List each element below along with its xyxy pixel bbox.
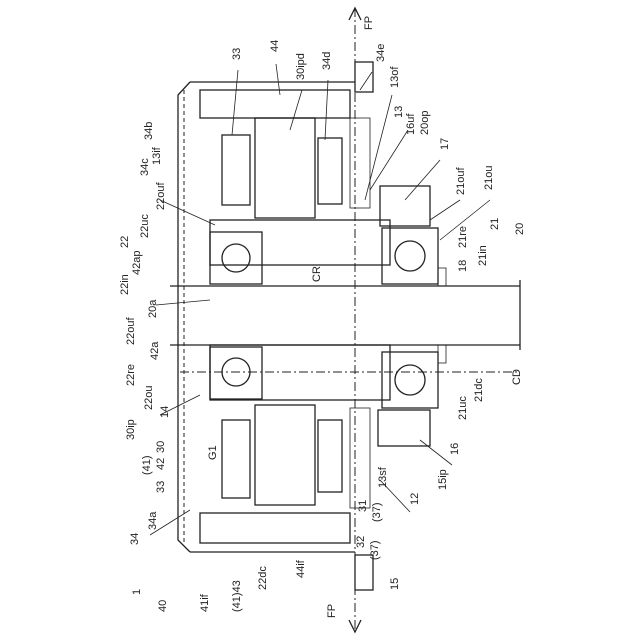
label-21ouf: 21ouf	[455, 167, 467, 195]
label-32: 32	[355, 536, 367, 548]
label-22ouf-upper: 22ouf	[155, 182, 167, 210]
label-16: 16	[449, 443, 461, 455]
label-21re: 21re	[457, 226, 469, 248]
label-30ip: 30ip	[125, 419, 137, 440]
label-22uc: 22uc	[139, 214, 151, 238]
label-14: 14	[159, 406, 171, 418]
label-15: 15	[389, 578, 401, 590]
label-37-a: (37)	[371, 502, 383, 522]
label-33-upper: 33	[231, 48, 243, 60]
label-34e: 34e	[375, 44, 387, 62]
label-20a: 20a	[147, 299, 159, 318]
label-31: 31	[357, 500, 369, 512]
reference-labels: FP 34e 13of 13 16uf 20op 17 21ouf 21ou 2…	[119, 16, 526, 618]
label-22ou: 22ou	[143, 386, 155, 410]
label-33-lower: 33	[155, 481, 167, 493]
coil-upper-right	[318, 138, 342, 204]
snap-ring-18	[438, 268, 446, 286]
bracket-upper	[350, 118, 370, 208]
label-22re: 22re	[125, 364, 137, 386]
label-30ipd: 30ipd	[295, 53, 307, 80]
label-34b: 34b	[143, 122, 155, 140]
bearing-22-lower	[210, 347, 262, 399]
flange-top	[355, 62, 373, 92]
label-fp-bottom: FP	[326, 604, 338, 618]
coil-lower-left	[222, 420, 250, 498]
label-41-43: (41)43	[231, 580, 243, 612]
label-13: 13	[393, 106, 405, 118]
label-17: 17	[439, 138, 451, 150]
label-22ouf-lower: 22ouf	[125, 317, 137, 345]
label-13if: 13if	[151, 146, 163, 165]
label-34d: 34d	[321, 52, 333, 70]
label-12: 12	[409, 493, 421, 505]
bearing-22-upper	[210, 232, 262, 284]
label-30: 30	[155, 441, 167, 453]
label-20: 20	[514, 223, 526, 235]
label-21ou: 21ou	[483, 166, 495, 190]
label-37-b: (37)	[369, 540, 381, 560]
label-18: 18	[457, 260, 469, 272]
label-42a: 42a	[149, 341, 161, 360]
label-g1: G1	[207, 445, 219, 460]
label-44if: 44if	[295, 559, 307, 578]
label-34a: 34a	[147, 511, 159, 530]
bearing-21-ball-lower	[395, 365, 425, 395]
label-21uc: 21uc	[457, 396, 469, 420]
bearing-21-ball-upper	[395, 241, 425, 271]
label-21in: 21in	[477, 245, 489, 266]
snap-ring-lower	[438, 345, 446, 363]
label-34: 34	[129, 533, 141, 545]
label-fp-top: FP	[363, 16, 375, 30]
label-44: 44	[269, 40, 281, 52]
label-42: 42	[155, 458, 167, 470]
label-22dc: 22dc	[257, 566, 269, 590]
leader-lines	[150, 64, 490, 535]
label-22: 22	[119, 236, 131, 248]
label-cr: CR	[311, 266, 323, 282]
label-41if: 41if	[199, 593, 211, 612]
label-41-paren: (41)	[141, 455, 153, 475]
label-13sf: 13sf	[377, 466, 389, 488]
coil-upper-left	[222, 135, 250, 205]
label-40: 40	[157, 600, 169, 612]
bearing-22-ball-upper	[222, 244, 250, 272]
label-21: 21	[489, 218, 501, 230]
label-1: 1	[131, 589, 143, 595]
stator-core-lower	[255, 405, 315, 505]
label-22in: 22in	[119, 274, 131, 295]
rotor-upper	[210, 220, 390, 265]
label-cd: CD	[511, 369, 523, 385]
label-42ap: 42ap	[131, 251, 143, 275]
housing-bottom	[200, 513, 350, 543]
label-13of: 13of	[389, 66, 401, 88]
label-15ip: 15ip	[437, 469, 449, 490]
label-21dc: 21dc	[473, 378, 485, 402]
stator-core-upper	[255, 118, 315, 218]
label-20op: 20op	[419, 111, 431, 135]
bracket-lower	[350, 408, 370, 508]
coil-lower-right	[318, 420, 342, 492]
label-34c: 34c	[139, 158, 151, 176]
holder-16	[378, 410, 430, 446]
